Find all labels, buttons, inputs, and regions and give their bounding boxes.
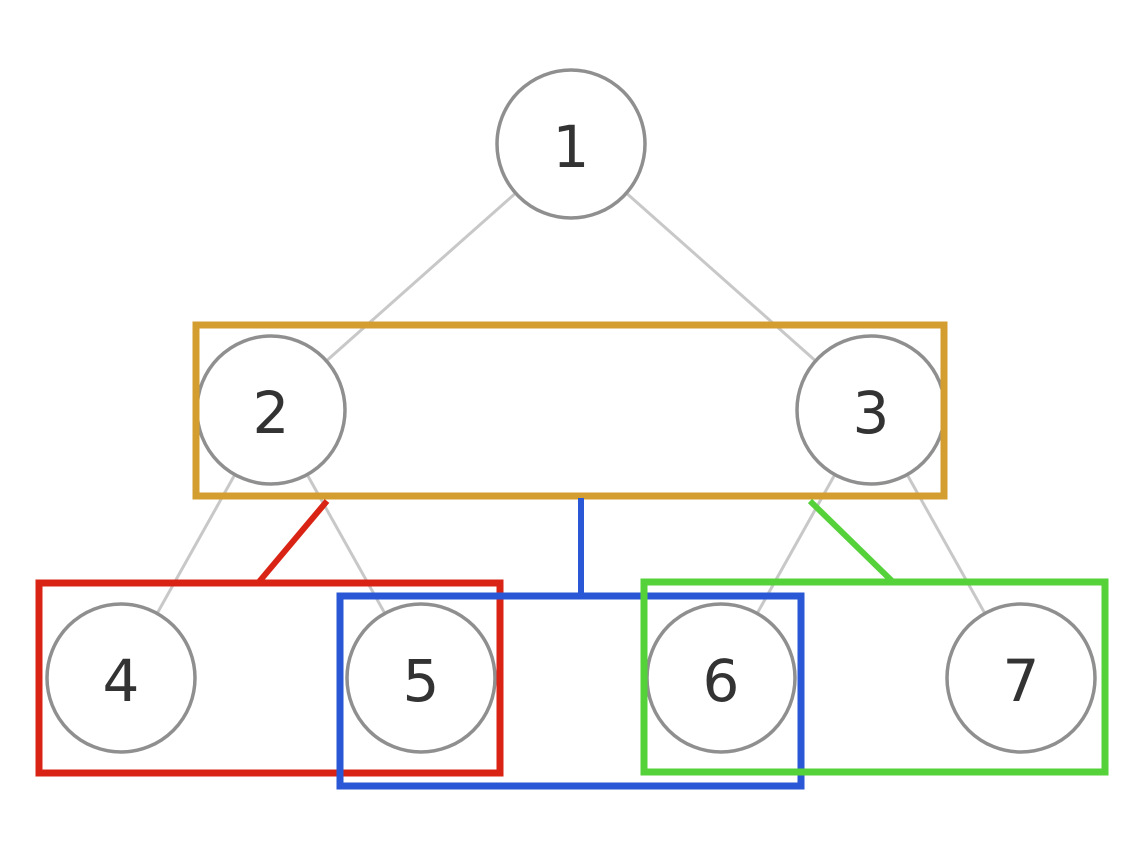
connector-red xyxy=(255,499,330,585)
node-1-label: 1 xyxy=(553,113,590,181)
node-6-label: 6 xyxy=(703,647,740,715)
highlight-box-6-7 xyxy=(640,578,1109,776)
node-5-circle xyxy=(345,602,497,754)
node-7-label: 7 xyxy=(1003,647,1040,715)
highlight-box-5-6 xyxy=(336,592,805,790)
node-3-label: 3 xyxy=(853,379,890,447)
highlight-box-4-5 xyxy=(35,579,504,777)
node-7: 7 xyxy=(945,602,1097,754)
connector-green xyxy=(807,498,896,585)
node-1: 1 xyxy=(495,68,647,220)
node-4-label: 4 xyxy=(103,647,140,715)
node-2: 2 xyxy=(195,334,347,486)
node-2-label: 2 xyxy=(253,379,290,447)
node-5-label: 5 xyxy=(403,647,440,715)
node-3: 3 xyxy=(795,334,947,486)
node-1-circle xyxy=(495,68,647,220)
node-5: 5 xyxy=(345,602,497,754)
node-4: 4 xyxy=(45,602,197,754)
highlight-box-level-2 xyxy=(192,321,948,500)
node-6: 6 xyxy=(645,602,797,754)
node-7-circle xyxy=(945,602,1097,754)
node-4-circle xyxy=(45,602,197,754)
